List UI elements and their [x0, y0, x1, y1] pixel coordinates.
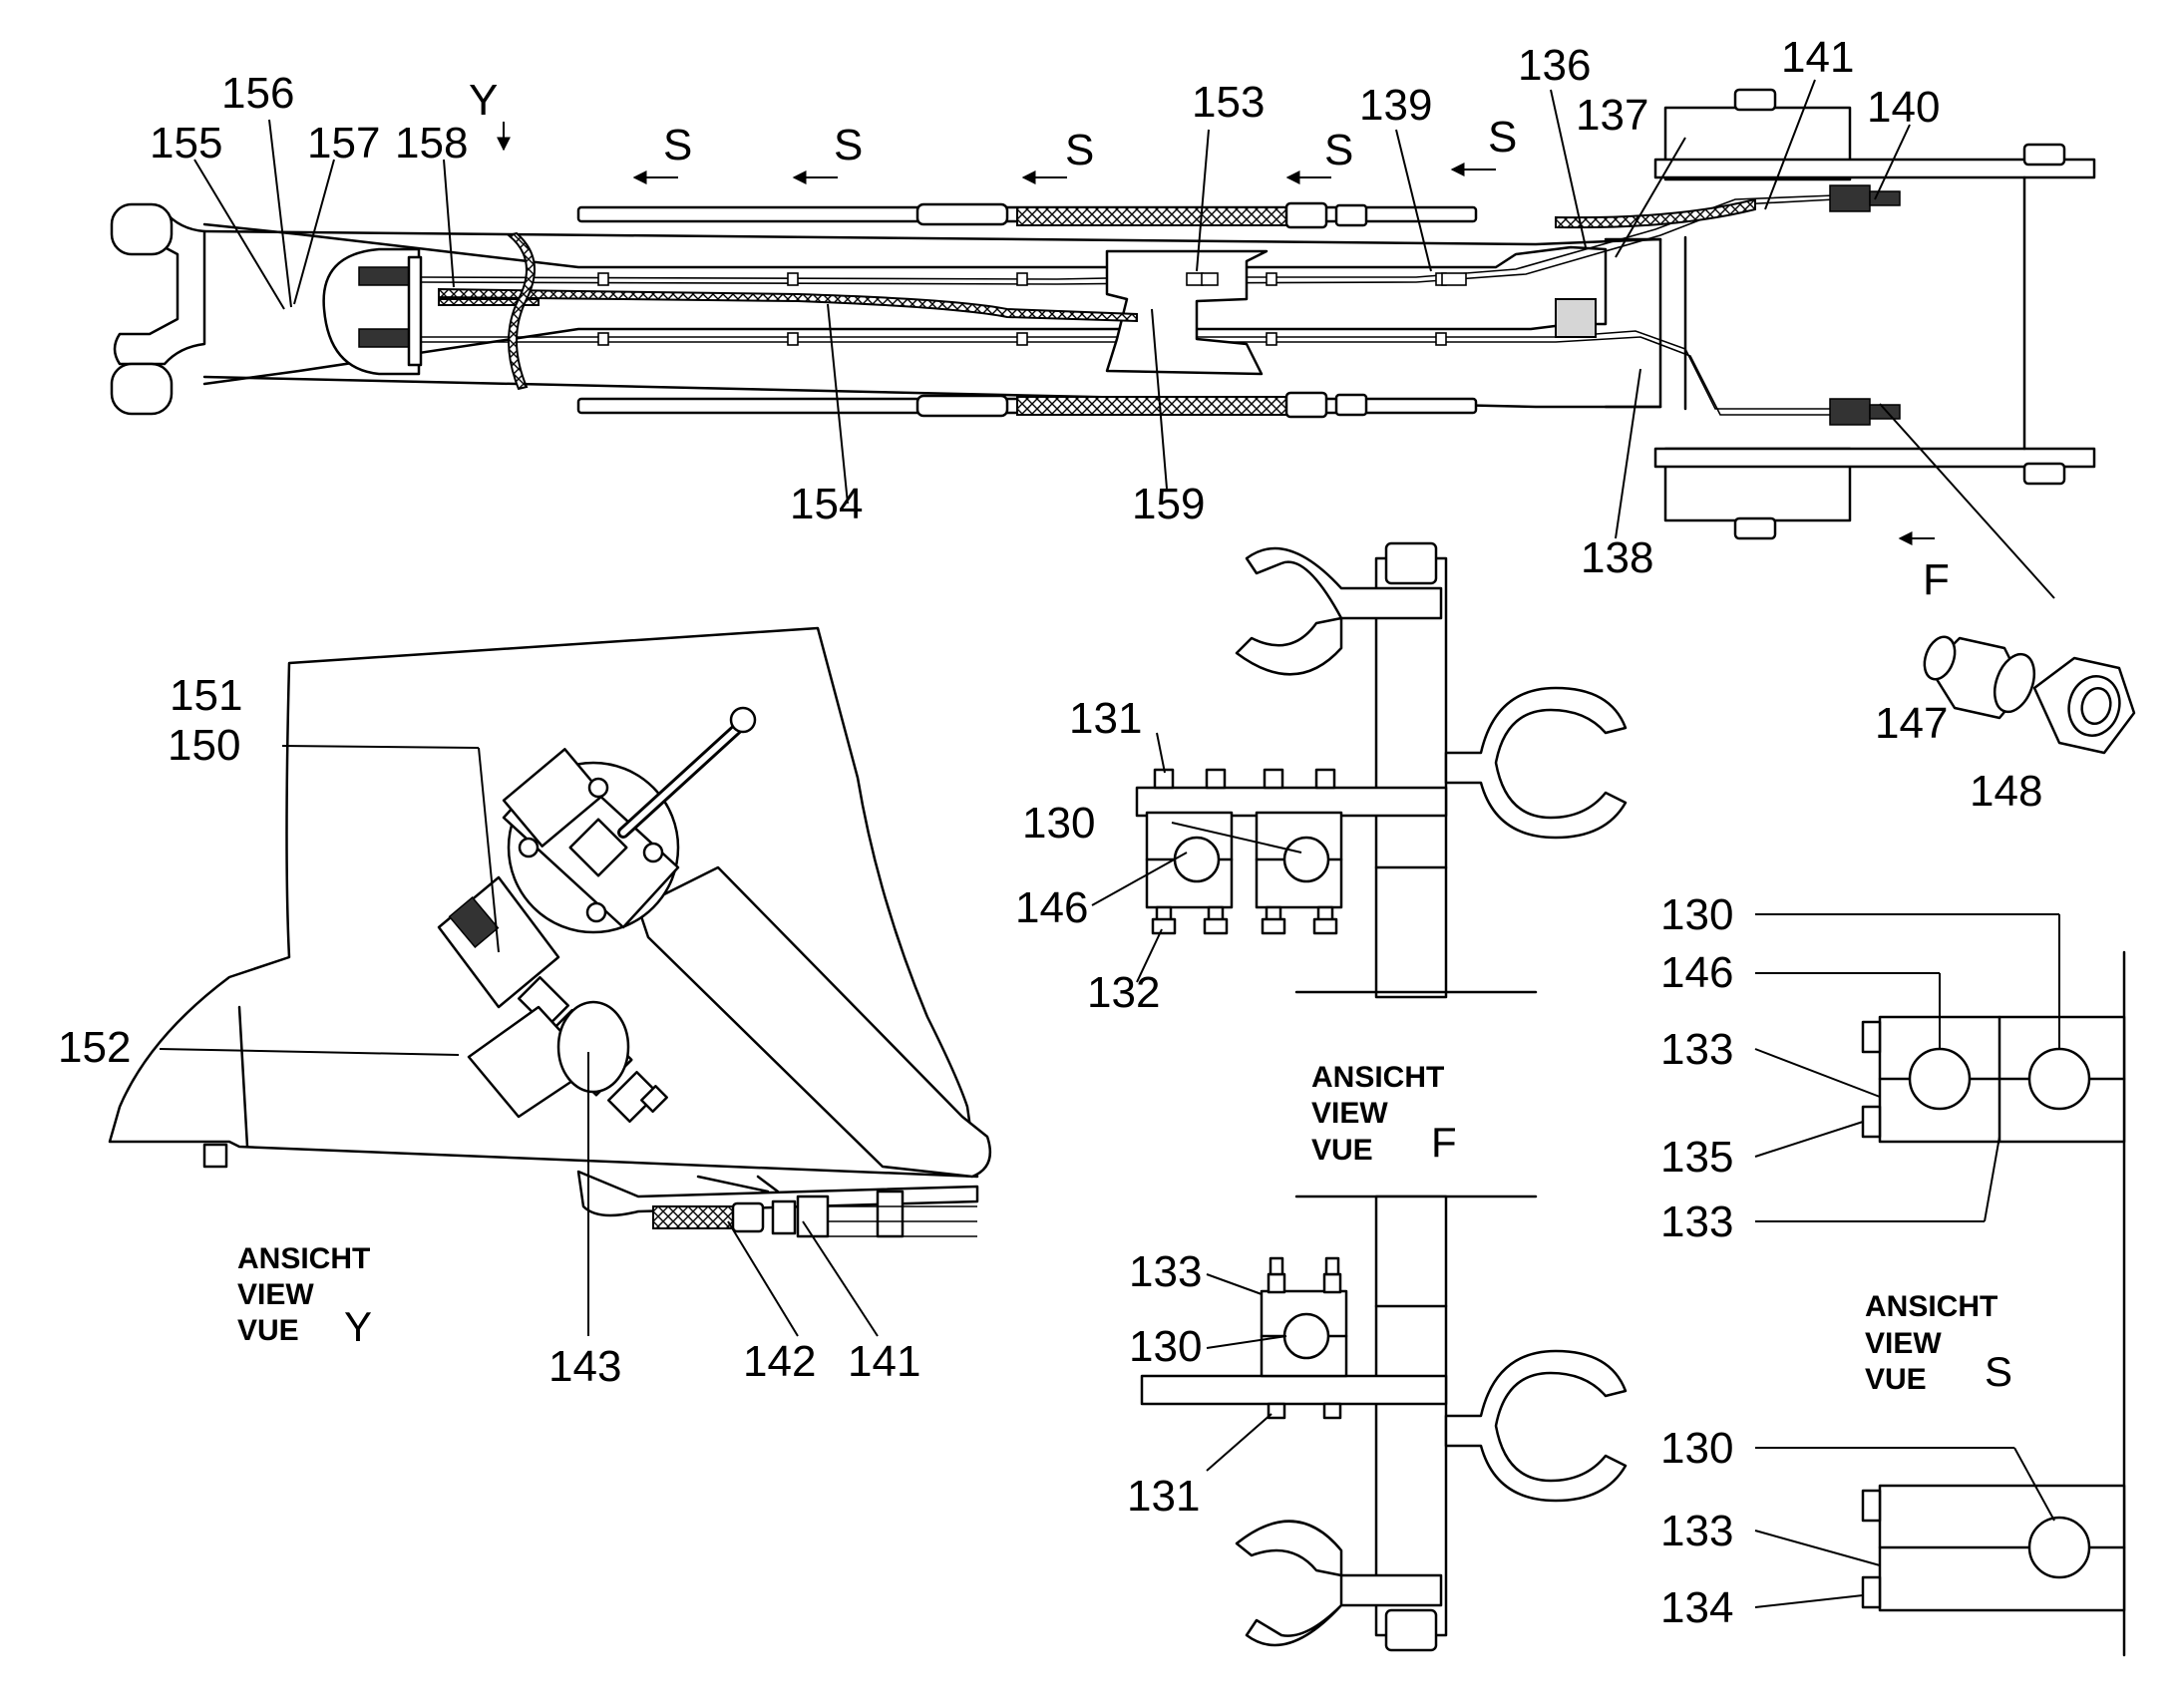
- view-s-ansicht: ANSICHT: [1865, 1290, 1998, 1323]
- view-f-view: VIEW: [1311, 1097, 1388, 1130]
- view-y-callouts: 151 150 152 143 142 141: [58, 671, 920, 1391]
- callout-131-bottom: 131: [1127, 1472, 1200, 1521]
- top-callout-numbers: 155 156 157 158 Y S S S S S 153 139 136 …: [150, 33, 1950, 604]
- callout-142: 142: [743, 1337, 816, 1386]
- view-y-ansicht: ANSICHT: [237, 1242, 370, 1275]
- marker-S2: S: [834, 121, 863, 170]
- callout-130-s-lower: 130: [1660, 1424, 1733, 1473]
- callout-137: 137: [1576, 91, 1648, 140]
- view-s-callouts: 130 146 133 135 133 130 133 134: [1660, 890, 1733, 1632]
- callout-159: 159: [1132, 480, 1205, 528]
- view-f-vue: VUE: [1311, 1134, 1373, 1167]
- marker-S5: S: [1488, 113, 1517, 162]
- callout-150: 150: [168, 721, 240, 770]
- callout-130-f: 130: [1129, 1322, 1202, 1371]
- callout-141: 141: [1781, 33, 1854, 82]
- fitting-callouts: 147 148: [1875, 699, 2042, 816]
- callout-133-s3: 133: [1660, 1507, 1733, 1555]
- callout-148: 148: [1970, 767, 2042, 816]
- callout-138: 138: [1581, 533, 1653, 582]
- view-s-letter: S: [1985, 1348, 2012, 1395]
- callout-157: 157: [307, 119, 380, 168]
- callout-147: 147: [1875, 699, 1948, 748]
- callout-130-s-upper: 130: [1660, 890, 1733, 939]
- view-y-drawing: [108, 626, 992, 1337]
- view-y-letter: Y: [344, 1303, 372, 1350]
- view-f-letter: F: [1431, 1119, 1457, 1166]
- callout-134: 134: [1660, 1583, 1733, 1632]
- top-leaders: [193, 79, 2055, 599]
- view-s-view: VIEW: [1865, 1327, 1942, 1360]
- callout-136: 136: [1518, 41, 1591, 90]
- view-f-caption: ANSICHT VIEW VUE F: [1311, 1061, 1457, 1167]
- view-y-view: VIEW: [237, 1278, 314, 1311]
- marker-S3: S: [1065, 126, 1094, 174]
- view-s-vue: VUE: [1865, 1363, 1927, 1396]
- callout-139: 139: [1359, 81, 1432, 130]
- marker-F: F: [1923, 555, 1950, 604]
- marker-S1: S: [663, 121, 692, 170]
- callout-143: 143: [548, 1342, 621, 1391]
- view-f-callouts: 131 130 146 132 133 130 131: [1015, 694, 1202, 1521]
- callout-131-top: 131: [1069, 694, 1142, 743]
- callout-152: 152: [58, 1023, 131, 1072]
- callout-146-s: 146: [1660, 948, 1733, 997]
- view-f-ansicht: ANSICHT: [1311, 1061, 1444, 1094]
- callout-135: 135: [1660, 1133, 1733, 1182]
- view-y-vue: VUE: [237, 1314, 299, 1347]
- callout-133-s1: 133: [1660, 1025, 1733, 1074]
- view-s-drawing: [1754, 913, 2126, 1657]
- arm-assembly: [110, 88, 2096, 545]
- callout-151: 151: [170, 671, 242, 720]
- callout-155: 155: [150, 119, 222, 168]
- callout-133-f: 133: [1129, 1247, 1202, 1296]
- callout-130-top: 130: [1022, 799, 1095, 848]
- callout-146-top: 146: [1015, 883, 1088, 932]
- marker-Y: Y: [469, 76, 498, 125]
- callout-141-y: 141: [848, 1337, 920, 1386]
- view-s-caption: ANSICHT VIEW VUE S: [1865, 1290, 2012, 1396]
- callout-158: 158: [395, 119, 468, 168]
- callout-140: 140: [1867, 83, 1940, 132]
- callout-133-s2: 133: [1660, 1197, 1733, 1246]
- callout-132: 132: [1087, 968, 1160, 1017]
- view-f-drawing: [1091, 541, 1628, 1652]
- view-y-caption: ANSICHT VIEW VUE Y: [237, 1242, 372, 1350]
- callout-153: 153: [1192, 78, 1265, 127]
- callout-156: 156: [221, 69, 294, 118]
- fitting-parts: [1923, 635, 2136, 755]
- callout-154: 154: [790, 480, 863, 528]
- marker-S4: S: [1324, 126, 1353, 174]
